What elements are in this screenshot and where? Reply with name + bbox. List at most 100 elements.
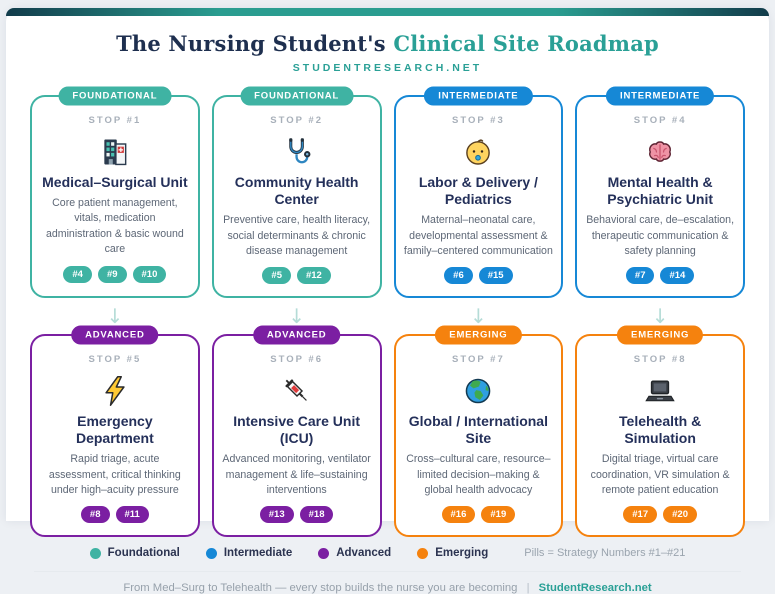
card-title: Medical–Surgical Unit: [42, 174, 188, 190]
footer-tagline: From Med–Surg to Telehealth — every stop…: [123, 582, 518, 594]
pills: #16 #19: [401, 506, 557, 524]
clinical-site-card: FOUNDATIONAL STOP #2 Community Health Ce…: [211, 86, 382, 299]
legend: Foundational Intermediate Advanced Emerging…: [6, 547, 769, 559]
down-arrow-icon: ↓: [651, 304, 669, 329]
tier-badge: EMERGING: [435, 325, 522, 345]
tier-badge: FOUNDATIONAL: [58, 86, 172, 106]
strategy-pill: #17: [623, 506, 658, 524]
intermediate-dot-icon: [205, 547, 217, 559]
legend-label: Emerging: [435, 547, 489, 560]
stop-label: STOP #8: [633, 354, 687, 366]
infographic-sheet: The Nursing Student's Clinical Site Road…: [6, 8, 769, 594]
page-title-dark: The Nursing Student's: [116, 31, 386, 56]
card-description: Digital triage, virtual care coordinatio…: [590, 453, 730, 497]
legend-item-advanced: Advanced: [318, 547, 391, 559]
strategy-pill: #10: [132, 265, 167, 283]
strategy-pill: #15: [478, 267, 513, 285]
card-description: Behavioral care, de–escalation, therapeu…: [586, 214, 735, 257]
card-description: Maternal–neonatal care, developmental as…: [403, 214, 553, 257]
pills: #6 #15: [401, 267, 557, 285]
strategy-pill: #16: [441, 506, 476, 524]
footer-separator: |: [526, 582, 530, 594]
legend-label: Advanced: [336, 547, 392, 560]
down-arrow-icon: ↓: [469, 304, 487, 329]
clinical-site-card: INTERMEDIATE STOP #4 Mental Health & Psy…: [575, 86, 745, 299]
strategy-pill: #13: [259, 506, 294, 524]
strategy-pill: #19: [481, 506, 516, 524]
globe-icon: [462, 375, 494, 407]
baby-icon: [462, 136, 494, 168]
stethoscope-icon: [281, 136, 313, 168]
card-description: Core patient management, vitals, medicat…: [45, 197, 184, 256]
card-title: Community Health Center: [234, 174, 359, 208]
clinical-site-card: ADVANCED STOP #5 Emergency Department Ra…: [30, 325, 200, 538]
card-description: Preventive care, health literacy, social…: [223, 214, 371, 257]
clinical-site-card: EMERGING STOP #7 Global / International …: [393, 325, 564, 538]
strategy-pill: #11: [115, 506, 149, 524]
hospital-icon: [99, 136, 131, 168]
clinical-site-card: FOUNDATIONAL STOP #1 Medical–Surgical Un…: [30, 86, 200, 299]
stop-label: STOP #1: [88, 115, 142, 126]
footer: From Med–Surg to Telehealth — every stop…: [6, 582, 769, 594]
tier-badge: ADVANCED: [252, 325, 341, 345]
strategy-pill: #5: [262, 267, 291, 285]
stop-label: STOP #7: [452, 354, 505, 366]
card-title: Intensive Care Unit (ICU): [233, 413, 361, 447]
pills: #17#20: [582, 506, 738, 524]
site-link[interactable]: StudentResearch.net: [538, 582, 652, 594]
pills: #13 #18: [219, 506, 375, 524]
pills: #8 #11: [37, 506, 193, 524]
stop-label: STOP #2: [270, 115, 323, 126]
down-arrow-icon: ↓: [106, 304, 124, 329]
brain-icon: [644, 136, 676, 168]
arrows-row: ↓ ↓ ↓ ↓: [6, 298, 769, 334]
lightning-icon: [99, 375, 131, 407]
laptop-icon: [644, 375, 676, 407]
legend-item-intermediate: Intermediate: [205, 547, 292, 559]
card-title: Mental Health & Psychiatric Unit: [607, 174, 714, 208]
legend-item-emerging: Emerging: [417, 547, 488, 559]
strategy-pill: #9: [97, 265, 127, 283]
card-description: Rapid triage, acute assessment, critical…: [48, 453, 181, 497]
strategy-pill: #12: [296, 267, 331, 285]
card-description: Cross–cultural care, resource–limited de…: [406, 453, 551, 497]
legend-item-foundational: Foundational: [89, 547, 180, 560]
header-gradient-bar: [6, 8, 769, 16]
pills: #4 #9 #10: [37, 265, 193, 283]
page-title-accent: Clinical Site Roadmap: [393, 31, 659, 56]
strategy-pill: #8: [80, 506, 110, 524]
emerging-dot-icon: [417, 547, 429, 559]
stop-label: STOP #5: [88, 354, 142, 366]
legend-note: Pills = Strategy Numbers #1–#21: [524, 547, 686, 560]
tier-badge: INTERMEDIATE: [424, 86, 533, 106]
strategy-pill: #6: [444, 267, 473, 285]
tier-badge: EMERGING: [617, 325, 704, 345]
strategy-pill: #18: [299, 506, 334, 524]
card-description: Advanced monitoring, ventilator manageme…: [222, 453, 371, 497]
tier-badge: ADVANCED: [71, 325, 159, 345]
strategy-pill: #7: [625, 267, 655, 285]
stop-label: STOP #3: [452, 115, 505, 126]
site-subtitle: STUDENTRESEARCH.NET: [292, 62, 483, 74]
strategy-pill: #14: [660, 267, 695, 285]
card-title: Emergency Department: [75, 413, 154, 447]
clinical-site-card: INTERMEDIATE STOP #3 Labor & Delivery / …: [393, 86, 564, 299]
tier-badge: INTERMEDIATE: [606, 86, 715, 106]
stop-label: STOP #6: [270, 354, 323, 366]
card-title: Telehealth & Simulation: [619, 413, 702, 447]
stop-label: STOP #4: [633, 115, 687, 126]
strategy-pill: #4: [63, 265, 92, 283]
pills: #5 #12: [219, 267, 375, 285]
legend-label: Foundational: [107, 547, 180, 560]
foundational-dot-icon: [89, 547, 101, 559]
clinical-site-card: EMERGING STOP #8 Telehealth & Simulation…: [575, 325, 745, 538]
card-title: Labor & Delivery / Pediatrics: [418, 174, 538, 208]
page-title: The Nursing Student's Clinical Site Road…: [6, 31, 769, 56]
cards-row-1: FOUNDATIONAL STOP #1 Medical–Surgical Un…: [6, 86, 769, 299]
down-arrow-icon: ↓: [288, 304, 305, 329]
pills: #7 #14: [582, 267, 738, 285]
advanced-dot-icon: [318, 547, 330, 559]
tier-badge: FOUNDATIONAL: [240, 86, 354, 106]
syringe-icon: [281, 375, 313, 407]
cards-row-2: ADVANCED STOP #5 Emergency Department Ra…: [6, 325, 769, 538]
